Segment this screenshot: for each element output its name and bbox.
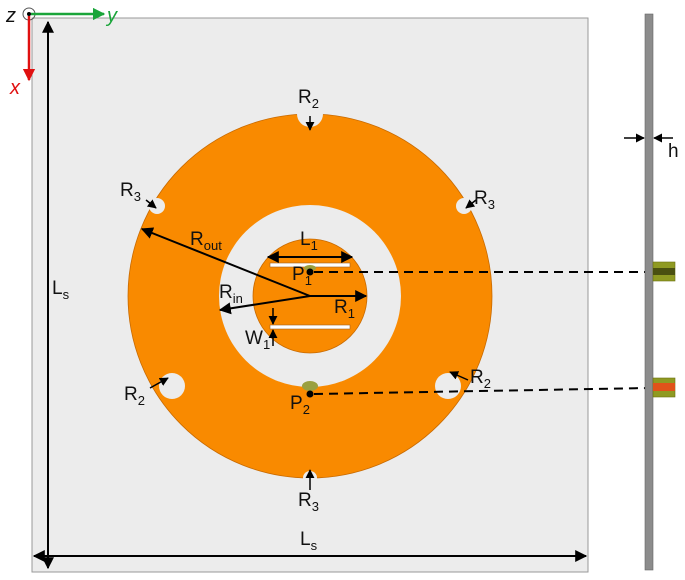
y-label: y: [105, 5, 118, 27]
label-r3-ul: R3: [120, 180, 141, 204]
label-r1: R1: [334, 297, 355, 321]
label-r2-ll: R2: [124, 384, 145, 408]
rout-line: [140, 227, 311, 297]
label-r3-ur: R3: [474, 188, 495, 212]
label-w1: W1: [245, 328, 270, 352]
r2-lr-arrow: [449, 371, 469, 381]
feed-pad-2: [302, 381, 318, 391]
feed-pad-1: [304, 265, 316, 271]
feed-point-p2: [306, 390, 314, 398]
label-p2: P2: [290, 393, 310, 417]
label-ls-left: Ls: [52, 278, 70, 302]
rin-line: [218, 295, 311, 315]
label-rin: Rin: [219, 282, 243, 306]
side-view-substrate: [644, 13, 654, 571]
r2-ll-arrow: [149, 377, 169, 389]
label-rout: Rout: [190, 229, 222, 253]
slot-bottom: [269, 324, 351, 330]
label-l1: L1: [300, 229, 318, 253]
label-ls-bottom: Ls: [300, 529, 318, 553]
r3-ur-arrow: [465, 199, 477, 209]
feed-point-p1: [306, 268, 314, 276]
label-p1: P1: [292, 264, 312, 288]
p2-dashed-line: [313, 387, 649, 395]
z-label: z: [5, 5, 16, 27]
label-r3-bottom: R3: [298, 490, 319, 514]
r3-ul-arrow: [145, 199, 157, 209]
label-h: h: [668, 141, 679, 162]
x-label: x: [9, 77, 21, 99]
label-r2-lr: R2: [470, 367, 491, 391]
label-r2-top: R2: [298, 87, 319, 111]
